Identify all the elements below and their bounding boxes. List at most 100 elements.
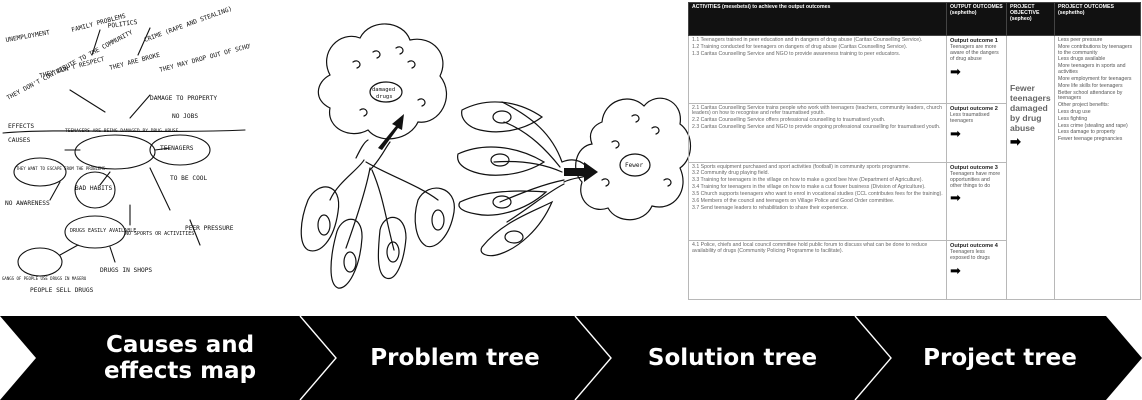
right-arrow-icon: ➡ <box>1010 134 1021 150</box>
right-arrow-icon: ➡ <box>950 63 961 79</box>
objective-cell: Fewer teenagers damaged by drug abuse ➡ <box>1006 35 1055 300</box>
header-project-objective: PROJECT OBJECTIVE (sepheo) <box>1006 2 1055 36</box>
activities-cell-3: 3.1 Sports equipment purchased and sport… <box>688 161 947 241</box>
output-title: Output outcome 2 <box>950 105 998 112</box>
core-problem-bubble <box>74 134 156 170</box>
header-project-outcomes: PROJECT OUTCOMES (sephetho) <box>1054 2 1141 36</box>
activity-line: 3.4 Training for teenagers in the villag… <box>692 184 926 191</box>
solution-root-1 <box>461 101 544 133</box>
process-flow: Causes and effects map Problem tree Solu… <box>0 316 1142 400</box>
output-text: Teenagers have more opportunities and ot… <box>950 170 1001 189</box>
activity-line: 3.7 Send teenage leaders to rehabilitati… <box>692 204 849 211</box>
chevron-divider-2 <box>574 316 612 400</box>
output-text: Teenagers less exposed to drugs <box>950 249 990 262</box>
activities-cell-4: 4.1 Police, chiefs and local council com… <box>688 239 947 301</box>
output-title: Output outcome 4 <box>950 242 998 249</box>
objective-text: Fewer teenagers damaged by drug abuse <box>1010 83 1051 133</box>
causes-note-2: POLITICS <box>107 19 138 30</box>
right-arrow-icon: ➡ <box>950 262 961 278</box>
causes-note-13: TEENAGERS <box>160 145 194 152</box>
causes-note-19: DRUGS EASILY AVAILABLE <box>70 228 136 234</box>
project-tree-table: ACTIVITIES (mesebetsi) to achieve the ou… <box>688 2 1141 301</box>
solution-label-0: Fewer <box>625 162 643 169</box>
chevron-banner <box>0 316 1142 400</box>
step-solution-tree: Solution tree <box>647 344 818 371</box>
project-outcome-line: Less damage to property <box>1058 129 1116 136</box>
activities-cell-1: 1.1 Teenagers trained in peer education … <box>688 35 947 104</box>
project-outcome-line: Less fighting <box>1058 115 1088 122</box>
activity-line: 2.1 Caritas Counselling Service trains p… <box>692 104 942 117</box>
causes-note-0: UNEMPLOYMENT <box>5 29 51 44</box>
causes-note-18: PEER PRESSURE <box>185 225 234 232</box>
right-arrow-icon: ➡ <box>950 190 961 206</box>
project-outcome-line: More employment for teenagers <box>1058 75 1132 82</box>
right-arrow-icon: ➡ <box>950 125 961 141</box>
causes-note-3: CRIME (RAPE AND STEALING) <box>143 5 233 43</box>
header-output-outcomes: OUTPUT OUTCOMES (sephetho) <box>946 2 1007 36</box>
causes-note-15: BAD HABITS <box>75 185 113 192</box>
header-activities: ACTIVITIES (mesebetsi) to achieve the ou… <box>688 2 947 36</box>
activity-line: 3.6 Members of the council and teenagers… <box>692 197 895 204</box>
table-row: 4.1 Police, chiefs and local council com… <box>688 239 1141 301</box>
causes-note-8: DAMAGE TO PROPERTY <box>150 95 217 102</box>
solution-root-2 <box>457 146 546 176</box>
project-outcome-line: Less drug use <box>1058 108 1091 115</box>
causes-note-21: DRUGS IN SHOPS <box>100 267 152 274</box>
step-causes-effects: Causes and effects map <box>103 331 257 384</box>
causes-note-20: NO SPORTS OR ACTIVITIES <box>125 231 194 237</box>
activity-line: 3.3 Training for teenagers in the villag… <box>692 177 923 184</box>
problem-root-3 <box>377 216 407 280</box>
problem-label-1: drugs <box>376 94 393 100</box>
project-outcome-line: Better school attendance by teenagers <box>1058 89 1123 102</box>
problem-root-2 <box>330 218 363 289</box>
output-title: Output outcome 3 <box>950 164 998 171</box>
causes-note-7: THEY MAY DROP OUT OF SCHOOL <box>159 41 250 74</box>
table-row: 2.1 Caritas Counselling Service trains p… <box>688 102 1141 163</box>
activity-line: 4.1 Police, chiefs and local council com… <box>692 241 928 254</box>
causes-note-9: NO JOBS <box>172 113 198 120</box>
output-cell-4: Output outcome 4 Teenagers less exposed … <box>946 239 1007 301</box>
problem-root-1 <box>300 186 340 252</box>
project-outcome-line: Less drugs available <box>1058 56 1106 63</box>
causes-note-14: THEY WANT TO ESCAPE FROM THE PROBLEMS <box>16 166 106 171</box>
causes-note-12: TEENAGERS ARE BEING DAMAGED BY DRUG ABUS… <box>65 128 179 134</box>
activity-line: 2.2 Caritas Counselling Service offers p… <box>692 117 886 124</box>
causes-note-22: GANGS OF PEOPLE USE DRUGS IN MASERU <box>2 276 87 281</box>
chevron-divider-3 <box>854 316 892 400</box>
problem-tree-crown <box>317 23 447 140</box>
causes-note-16: NO AWARENESS <box>5 200 50 207</box>
activity-line: 3.5 Church supports teenagers who want t… <box>692 190 943 197</box>
project-outcome-line: Other project benefits: <box>1058 102 1110 109</box>
solution-root-3 <box>458 190 548 216</box>
solution-root-4 <box>480 200 554 257</box>
activities-cell-2: 2.1 Caritas Counselling Service trains p… <box>688 102 947 163</box>
chevron-divider-1 <box>299 316 337 400</box>
step-problem-tree: Problem tree <box>370 344 540 371</box>
activity-line: 1.2 Training conducted for teenagers on … <box>692 43 908 50</box>
output-cell-1: Output outcome 1 Teenagers are more awar… <box>946 35 1007 104</box>
problem-tree-sketch: damaged drugs <box>300 23 455 289</box>
solution-tree-sketch: Fewer <box>457 97 692 257</box>
causes-effects-map-sketch: UNEMPLOYMENT FAMILY PROBLEMS POLITICS CR… <box>2 5 250 294</box>
problem-growth-arrow <box>378 114 404 150</box>
project-outcome-line: More contributions by teenagers to the c… <box>1058 43 1133 56</box>
causes-note-17: TO BE COOL <box>170 175 208 182</box>
activity-line: 1.1 Teenagers trained in peer education … <box>692 37 923 43</box>
table-row: 3.1 Sports equipment purchased and sport… <box>688 161 1141 241</box>
activity-line: 3.2 Community drug playing field. <box>692 170 769 177</box>
project-outcome-line: Less peer pressure <box>1058 37 1103 43</box>
project-outcome-line: Fewer teenage pregnancies <box>1058 136 1123 143</box>
causes-note-23: PEOPLE SELL DRUGS <box>30 287 94 294</box>
activity-line: 3.1 Sports equipment purchased and sport… <box>692 163 910 170</box>
step-project-tree: Project tree <box>923 344 1077 371</box>
output-text: Less traumatised teenagers <box>950 111 990 124</box>
causes-note-10: EFFECTS <box>8 123 34 130</box>
problem-label-0: damaged <box>372 87 395 93</box>
problem-root-4 <box>414 187 455 248</box>
project-outcome-line: Less crime (stealing and rape) <box>1058 122 1128 129</box>
output-title: Output outcome 1 <box>950 38 998 44</box>
solution-growth-arrow <box>564 162 598 182</box>
solution-tree-crown <box>575 97 692 221</box>
causes-note-6: THEY ARE BROKE <box>109 52 161 72</box>
activity-line: 2.3 Caritas Counselling Service and NGO … <box>692 124 941 131</box>
